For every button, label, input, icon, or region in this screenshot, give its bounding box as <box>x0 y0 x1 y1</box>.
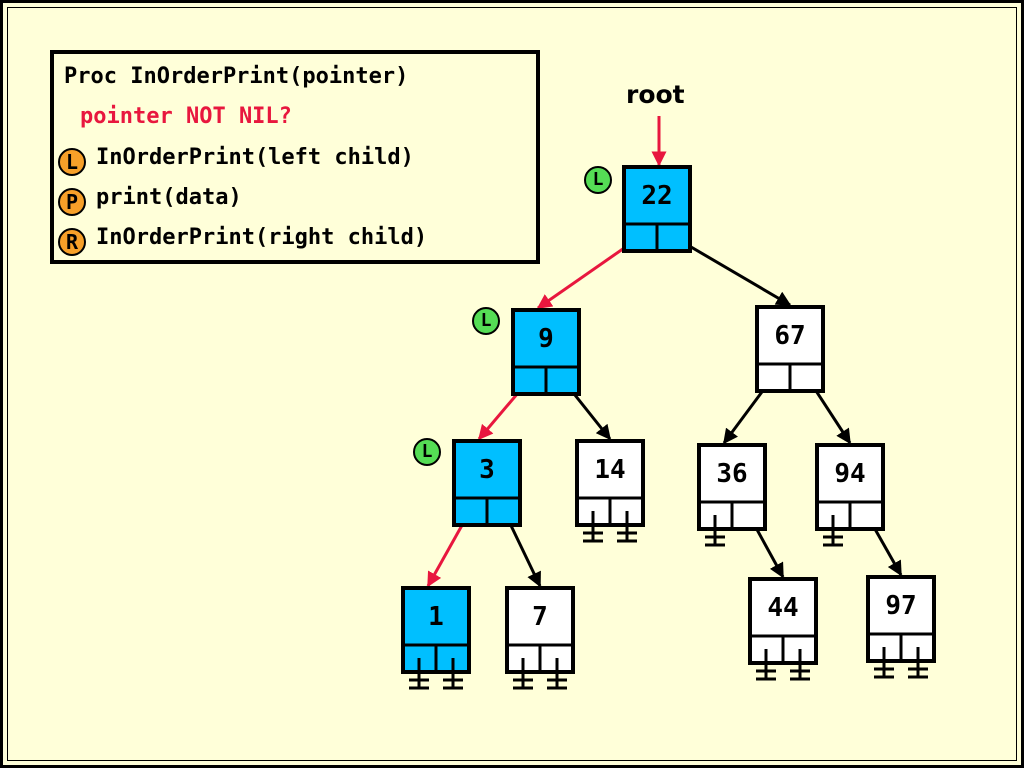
node-value: 94 <box>834 459 865 489</box>
traversal-badge-n22: L <box>584 166 612 194</box>
null-pointer-ground-right <box>443 658 463 690</box>
tree-node: 44 <box>748 577 818 665</box>
node-value: 1 <box>428 602 444 632</box>
node-value: 9 <box>538 324 554 354</box>
null-pointer-ground-right <box>790 649 810 681</box>
edge-n22-n67 <box>673 235 792 307</box>
node-value: 67 <box>774 321 805 351</box>
node-value: 7 <box>532 602 548 632</box>
null-pointer-ground-right <box>908 647 928 679</box>
null-pointer-ground-left <box>583 511 603 543</box>
null-pointer-ground-right <box>617 511 637 543</box>
code-line-left-call: InOrderPrint(left child) <box>96 145 414 170</box>
badge-print-step: P <box>58 188 86 216</box>
tree-node: 7 <box>505 586 575 674</box>
tree-node: 9 <box>511 308 581 396</box>
null-pointer-ground-right <box>547 658 567 690</box>
tree-node: 22 <box>622 165 692 253</box>
null-pointer-ground-left <box>756 649 776 681</box>
node-value: 36 <box>716 459 747 489</box>
null-pointer-ground-left <box>513 658 533 690</box>
null-pointer-ground-left <box>823 515 843 547</box>
code-line-condition: pointer NOT NIL? <box>80 104 292 129</box>
tree-node: 3 <box>452 439 522 527</box>
root-label: root <box>626 80 685 109</box>
null-pointer-ground-left <box>874 647 894 679</box>
null-pointer-ground-left <box>705 515 725 547</box>
traversal-badge-n9: L <box>472 307 500 335</box>
node-value: 22 <box>641 181 672 211</box>
node-value: 14 <box>594 455 625 485</box>
null-pointer-ground-left <box>409 658 429 690</box>
tree-node: 67 <box>755 305 825 393</box>
node-value: 44 <box>767 593 798 623</box>
node-value: 3 <box>479 455 495 485</box>
badge-right-step: R <box>58 228 86 256</box>
code-line-print: print(data) <box>96 185 242 210</box>
code-line-right-call: InOrderPrint(right child) <box>96 225 428 250</box>
code-line-proc: Proc InOrderPrint(pointer) <box>64 64 409 89</box>
tree-node: 94 <box>815 443 885 531</box>
traversal-badge-n3: L <box>413 438 441 466</box>
node-value: 97 <box>885 591 916 621</box>
slide-inner-border <box>7 7 1017 761</box>
tree-node: 14 <box>575 439 645 527</box>
tree-node: 1 <box>401 586 471 674</box>
tree-node: 36 <box>697 443 767 531</box>
tree-node: 97 <box>866 575 936 663</box>
badge-left-step: L <box>58 148 86 176</box>
pseudocode-box: Proc InOrderPrint(pointer) pointer NOT N… <box>50 50 540 264</box>
